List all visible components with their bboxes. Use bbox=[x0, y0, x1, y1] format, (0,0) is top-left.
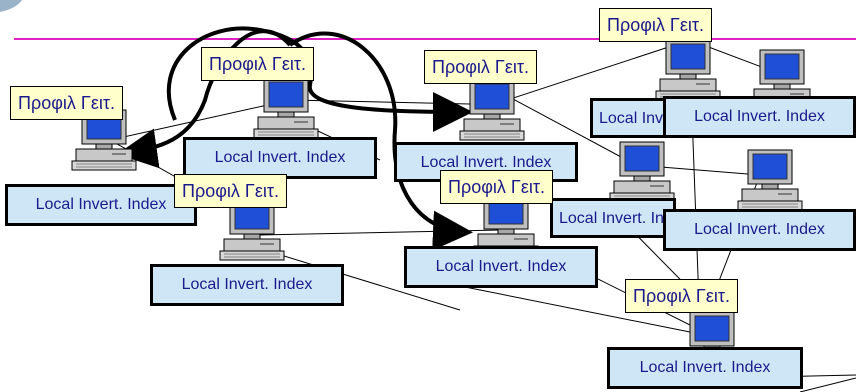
computer-icon bbox=[219, 199, 285, 261]
profile-label: Προφιλ Γειτ. bbox=[174, 174, 287, 208]
corner-decoration bbox=[0, 0, 22, 12]
index-box: Local Invert. Index bbox=[5, 184, 197, 226]
index-box: Local Invert. Index bbox=[607, 347, 803, 389]
index-box: Local Invert. Index bbox=[183, 137, 377, 179]
profile-label: Προφιλ Γειτ. bbox=[440, 170, 553, 204]
index-box: Local Invert. Index bbox=[404, 246, 598, 288]
profile-label: Προφιλ Γειτ. bbox=[599, 8, 712, 42]
profile-label: Προφιλ Γειτ. bbox=[201, 47, 314, 81]
computer-icon bbox=[737, 149, 803, 211]
profile-label: Προφιλ Γειτ. bbox=[625, 279, 738, 313]
computer-icon bbox=[655, 39, 721, 101]
computer-icon bbox=[609, 141, 675, 203]
profile-label: Προφιλ Γειτ. bbox=[424, 50, 537, 84]
index-box: Local Invert. Index bbox=[150, 264, 344, 306]
computer-icon bbox=[459, 79, 525, 141]
computer-icon bbox=[253, 77, 319, 139]
profile-label: Προφιλ Γειτ. bbox=[10, 86, 123, 120]
index-box: Local Invert. Index bbox=[663, 96, 856, 138]
index-box: Local Invert. Index bbox=[663, 209, 856, 251]
index-box: Local Invert. Index bbox=[550, 198, 676, 238]
